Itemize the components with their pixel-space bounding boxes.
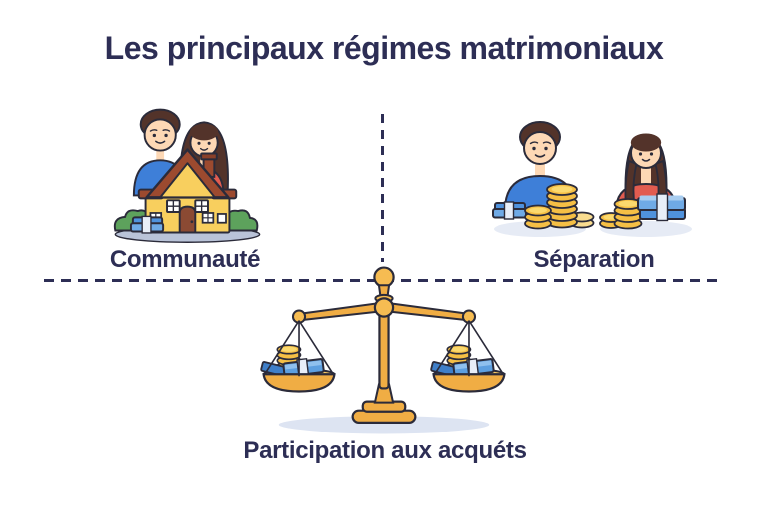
page-title: Les principaux régimes matrimoniaux	[104, 30, 664, 66]
woman-banknotes-icon	[637, 193, 686, 222]
woman-coins-icon	[599, 198, 643, 230]
separation-illustration-icon	[492, 121, 692, 237]
scale-arms	[291, 297, 477, 324]
upper-windows	[166, 199, 209, 213]
communaute-illustration-icon	[113, 108, 261, 243]
scale-finial	[373, 266, 395, 303]
scale-shadow	[278, 416, 490, 434]
separation-label: Séparation	[533, 246, 655, 273]
man-banknotes-icon	[492, 201, 527, 220]
right-pan-with-money	[429, 344, 506, 393]
communaute-label: Communauté	[109, 246, 261, 273]
woman-with-money-figure	[599, 133, 692, 237]
door-icon	[178, 205, 197, 234]
left-pan-with-money	[259, 344, 336, 393]
house-icon	[113, 148, 261, 243]
man-coins-icon	[524, 183, 595, 230]
participation-label: Participation aux acquéts	[243, 437, 527, 464]
vertical-dashed-divider	[381, 114, 384, 262]
scale-strings	[264, 320, 504, 377]
balance-scale-icon	[259, 266, 506, 434]
scale-base	[351, 383, 417, 424]
man-with-money-figure	[492, 121, 595, 237]
banknotes-icon	[129, 215, 165, 234]
